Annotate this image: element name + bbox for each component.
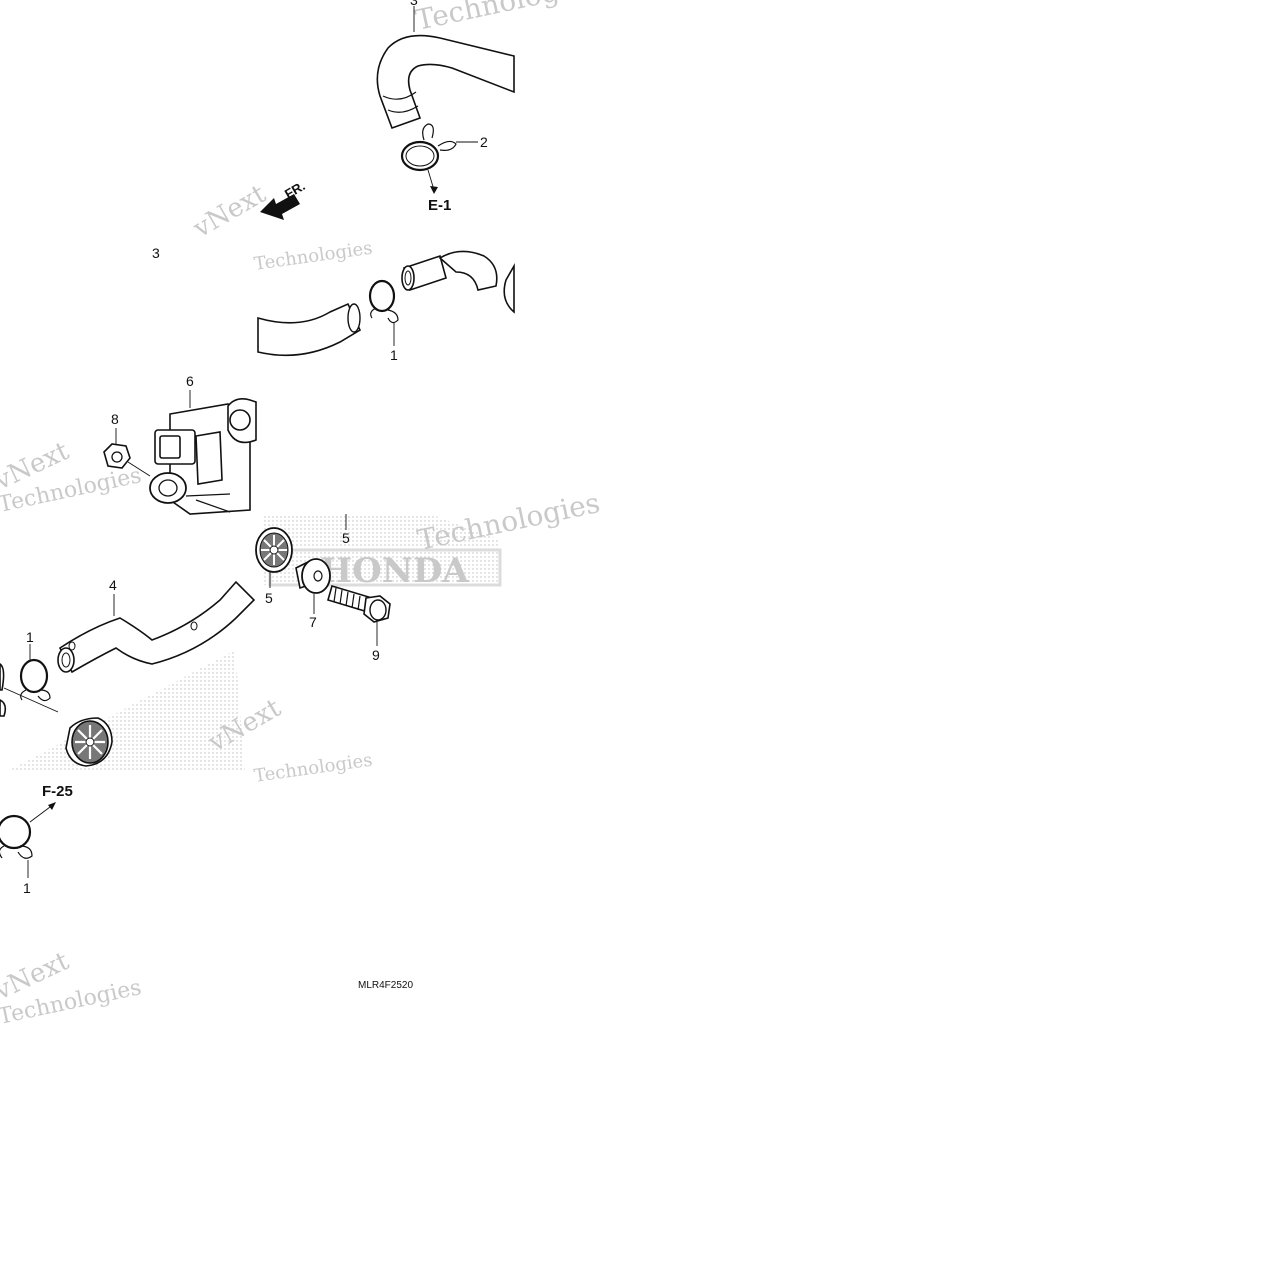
- watermark-technologies-mid: Technologies: [253, 238, 374, 275]
- ref-f-25: F-25: [42, 783, 73, 800]
- hose-clip-2: [400, 123, 457, 172]
- watermark-technologies-top: Technologies: [413, 0, 601, 37]
- control-valve-6: [149, 398, 257, 515]
- callout-8: 8: [111, 411, 119, 427]
- leader-line: [3, 687, 59, 713]
- callout-4: 4: [109, 577, 117, 593]
- hose-top: [376, 34, 515, 130]
- hose-lower-4: [57, 580, 256, 674]
- watermark-technologies-right: Technologies: [415, 486, 603, 557]
- hose-clip-1-mid: [368, 279, 399, 324]
- leader-line: [127, 461, 151, 477]
- ref-e-1: E-1: [428, 197, 451, 214]
- callout-2: 2: [480, 134, 488, 150]
- callout-1-left: 1: [26, 629, 34, 645]
- nut-8: [103, 443, 131, 469]
- callout-9: 9: [372, 647, 380, 663]
- hose-clip-1-bottom: [0, 814, 33, 859]
- bolt-9: [327, 585, 391, 623]
- callout-3-top: 3: [410, 0, 418, 8]
- watermark-technologies-bottom: Technologies: [253, 750, 374, 787]
- rubber-mount-lower: [65, 717, 113, 767]
- callout-6: 6: [186, 373, 194, 389]
- callout-7: 7: [309, 614, 317, 630]
- callout-5-lower: 5: [265, 590, 273, 606]
- callout-1-mid: 1: [390, 347, 398, 363]
- callout-3-mid: 3: [152, 245, 160, 261]
- callout-1-bottom: 1: [23, 880, 31, 896]
- hose-middle: [257, 302, 362, 357]
- callout-5-upper: 5: [342, 530, 350, 546]
- washer-7: [295, 558, 331, 594]
- rubber-mount-5-upper: [255, 527, 293, 573]
- drawing-code: MLR4F2520: [358, 980, 413, 991]
- front-direction-label: FR.: [282, 178, 308, 201]
- watermark-vnext-mid: vNext: [188, 179, 272, 245]
- watermark-honda-letters: HONDA: [320, 551, 469, 591]
- hose-clip-1-left: [0, 658, 51, 717]
- elbow-fitting: [401, 250, 515, 314]
